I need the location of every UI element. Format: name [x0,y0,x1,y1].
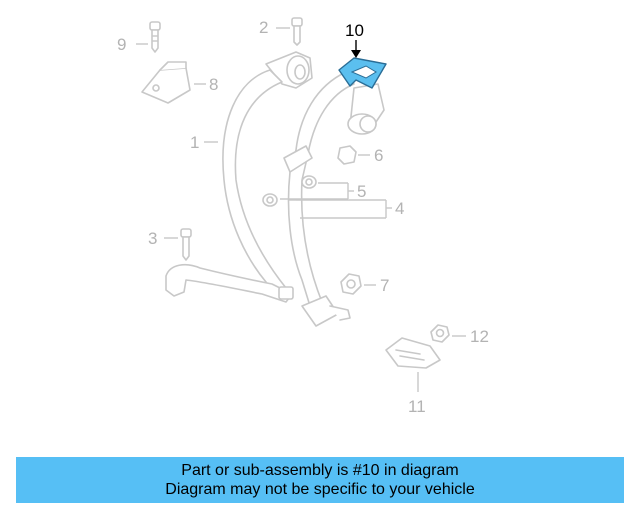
callout-8: 8 [209,75,218,94]
callout-6: 6 [374,146,383,165]
callout-7: 7 [380,276,389,295]
callout-4: 4 [395,199,404,218]
callout-9: 9 [117,35,126,54]
part-12-nut [430,324,450,343]
part-2-bolt [291,17,303,46]
belt-retractor [347,83,385,135]
callout-11: 11 [408,397,426,416]
part-6-cap [337,145,357,165]
info-banner: Part or sub-assembly is #10 in diagram D… [16,457,624,503]
part-4-belt [283,71,355,327]
callout-1: 1 [190,133,199,152]
belt-upper-anchor [265,51,313,89]
callout-5: 5 [357,182,366,201]
part-5-bolt-b [262,193,278,207]
part-3-bolt [180,228,192,261]
arrow-10-icon [351,50,361,58]
banner-line-2: Diagram may not be specific to your vehi… [165,481,475,498]
callout-3: 3 [148,229,157,248]
part-11-buckle [385,337,441,369]
part-8-bracket [141,61,191,104]
part-9-bolt [149,21,161,53]
callout-10: 10 [345,21,364,40]
callout-2: 2 [259,18,268,37]
callout-12: 12 [470,327,489,346]
part-1-belt [165,69,294,303]
parts-diagram: 9 8 2 1 4 [117,17,489,416]
part-7-nut [340,273,362,295]
part-10-guide-highlighted [338,57,387,89]
banner-line-1: Part or sub-assembly is #10 in diagram [181,462,459,479]
part-5-bolt-a [301,175,317,189]
